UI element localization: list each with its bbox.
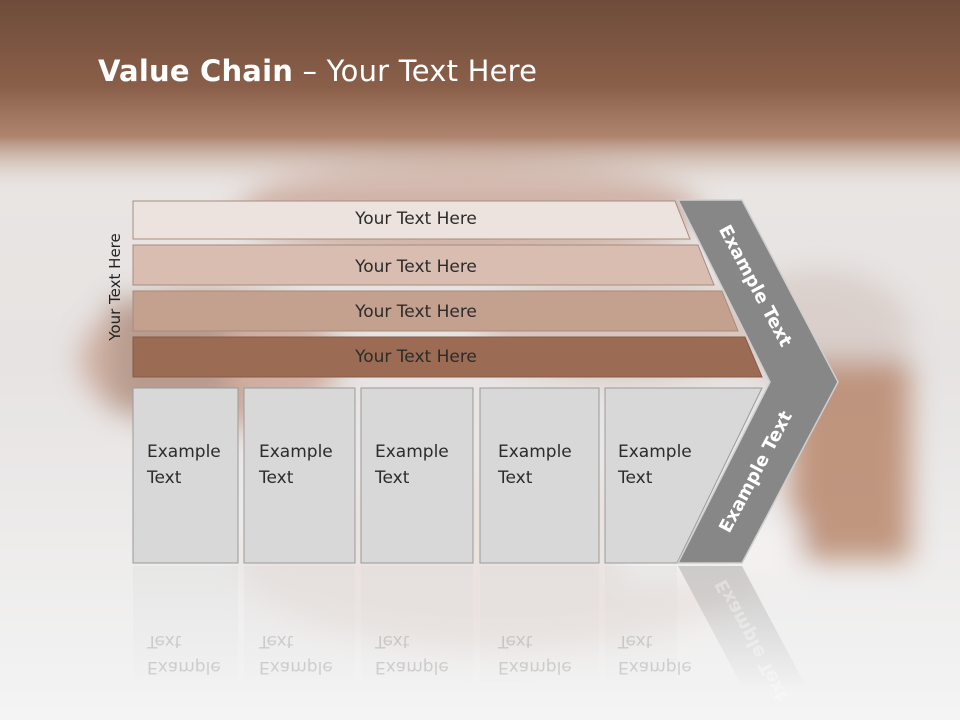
support-row-1-label: Your Text Here [355,209,477,229]
support-row-3-label: Your Text Here [355,302,477,322]
support-row-2 [132,244,715,286]
support-row-3 [132,290,739,332]
margin-chevron [676,199,839,564]
primary-box-3 [360,387,474,564]
title-bold: Value Chain [98,54,294,88]
support-row-2-label: Your Text Here [355,257,477,277]
slide-title: Value Chain – Your Text Here [98,54,537,88]
primary-box-2 [243,387,356,564]
primary-box-4 [479,387,600,564]
support-row-4-label: Your Text Here [355,347,477,367]
primary-box-5 [604,387,763,564]
support-row-1 [132,200,691,240]
title-rest: – Your Text Here [293,54,538,88]
support-row-4 [132,336,763,378]
primary-box-1 [132,387,239,564]
